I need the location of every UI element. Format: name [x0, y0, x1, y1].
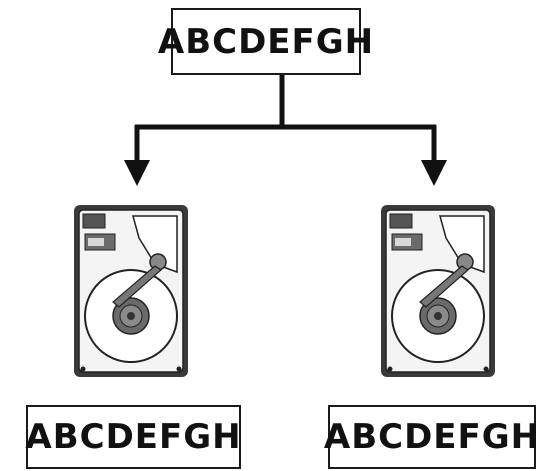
target-label-left: ABCDEFGH [25, 417, 242, 457]
hard-drive-icon [381, 205, 495, 377]
hard-drive-icon [74, 205, 188, 377]
source-label: ABCDEFGH [157, 21, 375, 62]
arrow-down-icon [421, 160, 447, 186]
arrow-down-icon [124, 160, 150, 186]
source-label-box: ABCDEFGH [158, 8, 373, 75]
target-label-box-left: ABCDEFGH [25, 405, 242, 469]
target-label-right: ABCDEFGH [323, 417, 539, 457]
target-label-box-right: ABCDEFGH [324, 405, 539, 469]
